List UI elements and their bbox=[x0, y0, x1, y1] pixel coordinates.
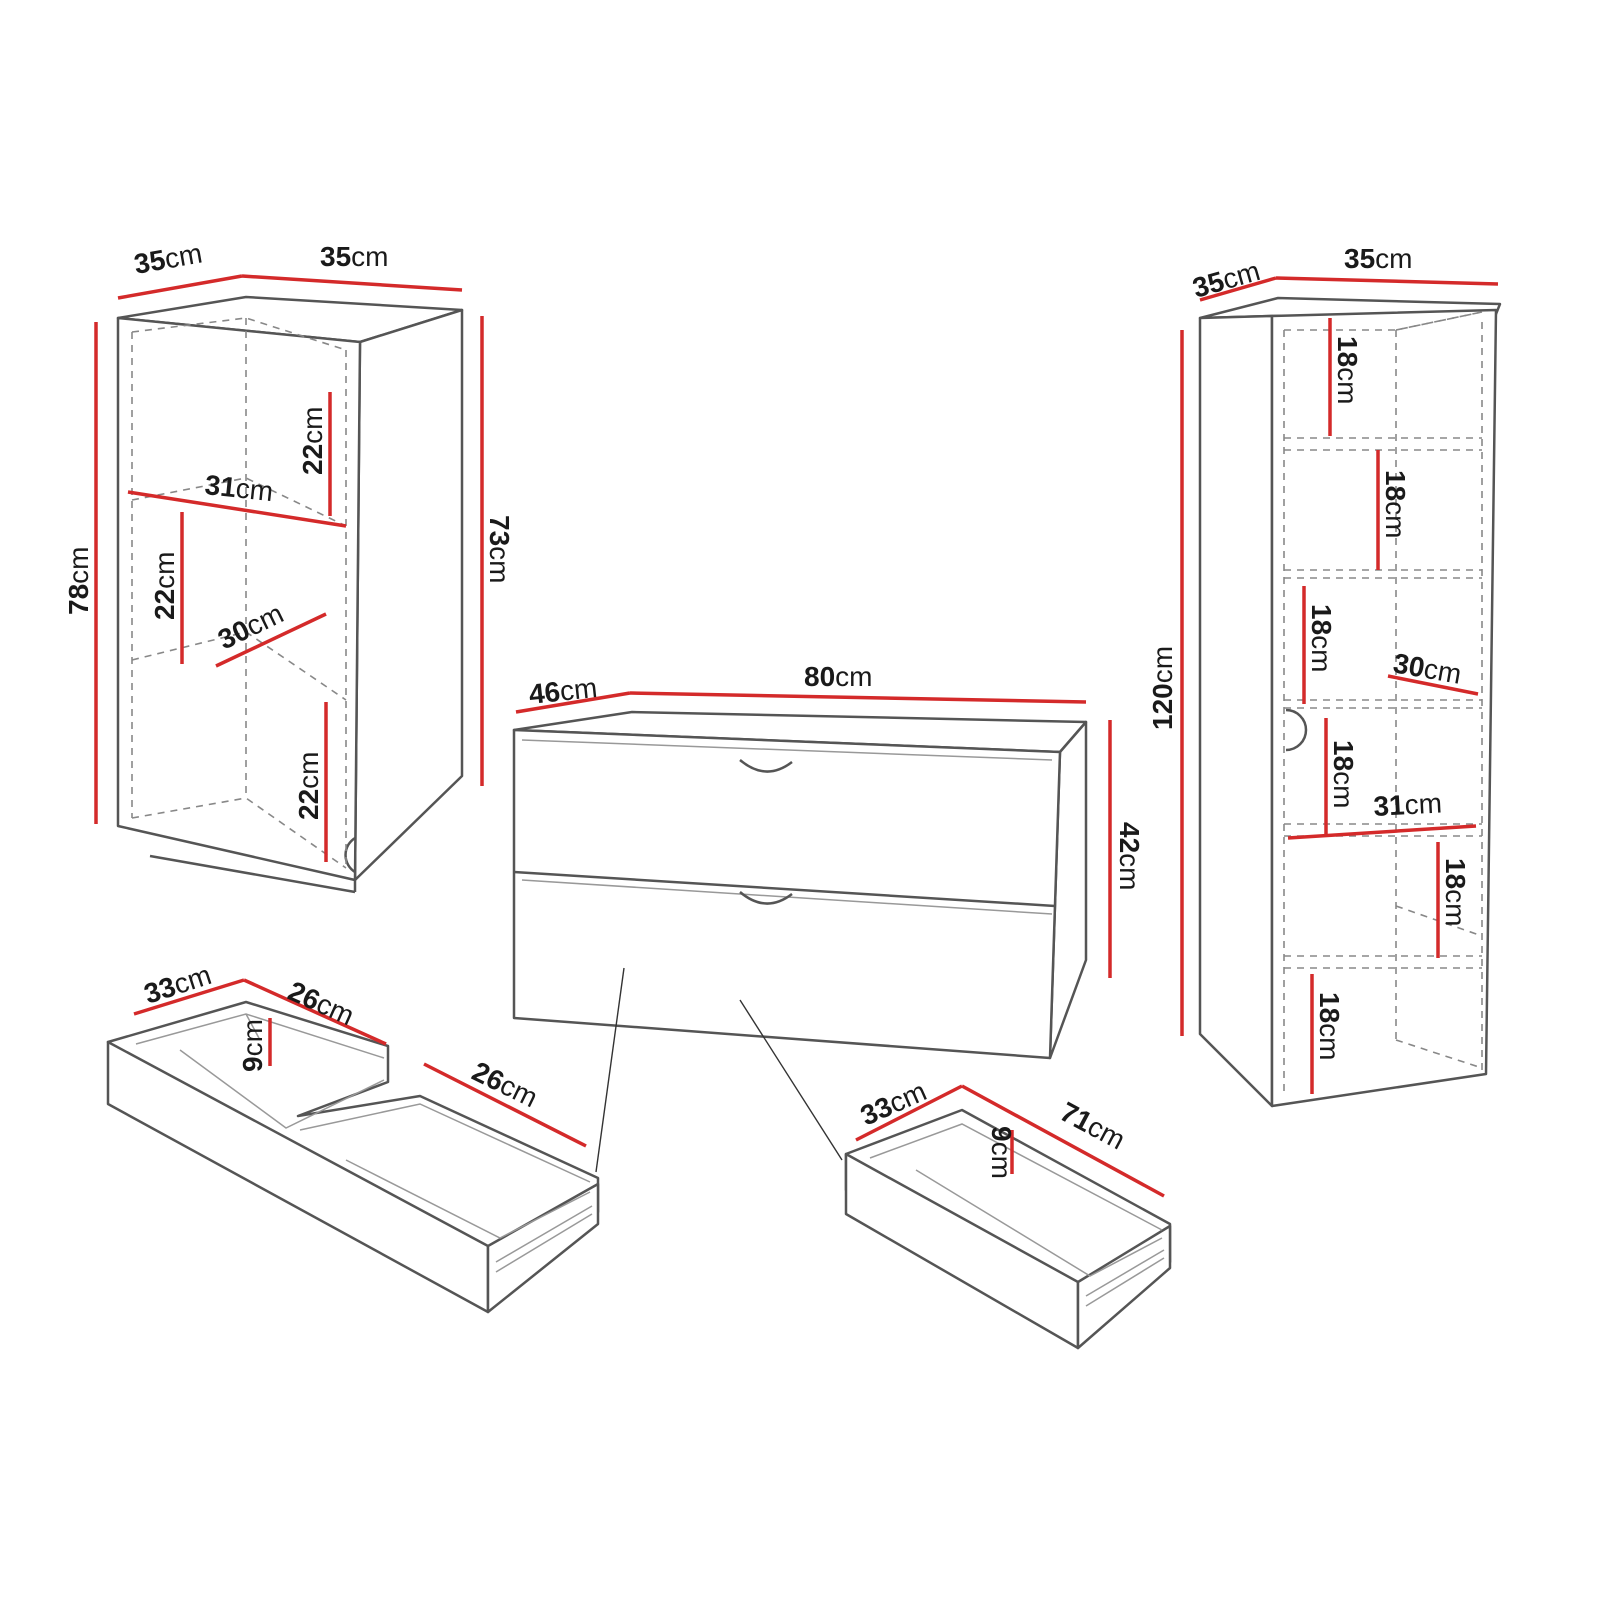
chest-dimensions: 46cm 80cm 42cm bbox=[515, 661, 1145, 978]
drawer-left-height-label: 9cm bbox=[237, 1019, 268, 1072]
small-cabinet-shelf-width-line bbox=[127, 490, 347, 528]
drawer-right-depth-label: 33cm bbox=[856, 1075, 931, 1131]
tall-cabinet-shelf-width-label: 31cm bbox=[1373, 787, 1443, 822]
chest-depth-label: 46cm bbox=[527, 672, 598, 710]
drawer-right-depth-line bbox=[855, 1084, 963, 1142]
tall-cabinet-depth-line bbox=[1199, 276, 1277, 302]
tall-cabinet-shelf-6-label: 18cm bbox=[1314, 992, 1345, 1060]
tall-cabinet-depth-label: 35cm bbox=[1189, 255, 1263, 304]
small-cabinet bbox=[116, 295, 464, 894]
tall-cabinet-shelf-depth-line bbox=[1387, 674, 1479, 696]
small-cabinet-depth-line bbox=[117, 274, 243, 300]
small-cabinet-shelf-top-label: 22cm bbox=[297, 407, 328, 475]
tall-cabinet-width-label: 35cm bbox=[1344, 243, 1412, 274]
tall-cabinet-shelf-1-label: 18cm bbox=[1332, 336, 1363, 404]
small-cabinet-shelf-mid-label: 22cm bbox=[149, 552, 180, 620]
drawer-right-width-label: 71cm bbox=[1055, 1096, 1130, 1156]
tall-cabinet-height-label: 120cm bbox=[1147, 646, 1178, 730]
chest-depth-line bbox=[515, 691, 631, 714]
small-cabinet-width-label: 35cm bbox=[320, 241, 388, 272]
tall-cabinet-shelf-2-label: 18cm bbox=[1380, 470, 1411, 538]
callout-leader-left bbox=[595, 967, 625, 1173]
tall-cabinet-dimensions: 35cm 35cm 120cm 18cm 18cm 18cm 18cm 18cm… bbox=[1147, 243, 1499, 1094]
tall-cabinet-shelf-width-line bbox=[1287, 824, 1477, 840]
chest-of-drawers bbox=[512, 710, 1088, 1060]
chest-width-label: 80cm bbox=[804, 661, 872, 692]
drawer-right bbox=[844, 1108, 1172, 1350]
small-cabinet-width-line bbox=[241, 274, 463, 292]
drawer-left bbox=[106, 1000, 600, 1314]
drawer-left-depth-line bbox=[133, 978, 245, 1016]
small-cabinet-shelf-depth-line bbox=[215, 612, 327, 668]
small-cabinet-shelf-bottom-label: 22cm bbox=[293, 752, 324, 820]
tall-cabinet-width-line bbox=[1275, 276, 1499, 286]
small-cabinet-outer-height-label: 78cm bbox=[63, 547, 94, 615]
tall-cabinet bbox=[1198, 296, 1502, 1108]
drawer-left-front-width-line bbox=[243, 978, 387, 1046]
drawer-right-width-line bbox=[961, 1084, 1165, 1198]
chest-height-label: 42cm bbox=[1114, 822, 1145, 890]
tall-cabinet-shelf-4-label: 18cm bbox=[1328, 740, 1359, 808]
drawer-left-rear-width-line bbox=[423, 1062, 587, 1148]
small-cabinet-shelf-width-label: 31cm bbox=[203, 469, 274, 507]
small-cabinet-inner-height-label: 73cm bbox=[484, 515, 515, 583]
tall-cabinet-shelf-depth-label: 30cm bbox=[1391, 647, 1464, 689]
small-cabinet-depth-label: 35cm bbox=[132, 237, 205, 279]
chest-width-line bbox=[629, 691, 1087, 704]
tall-cabinet-shelf-5-label: 18cm bbox=[1440, 858, 1471, 926]
tall-cabinet-shelf-3-label: 18cm bbox=[1306, 604, 1337, 672]
callout-leader-right bbox=[739, 999, 843, 1161]
drawer-right-height-label: 9cm bbox=[986, 1126, 1017, 1179]
